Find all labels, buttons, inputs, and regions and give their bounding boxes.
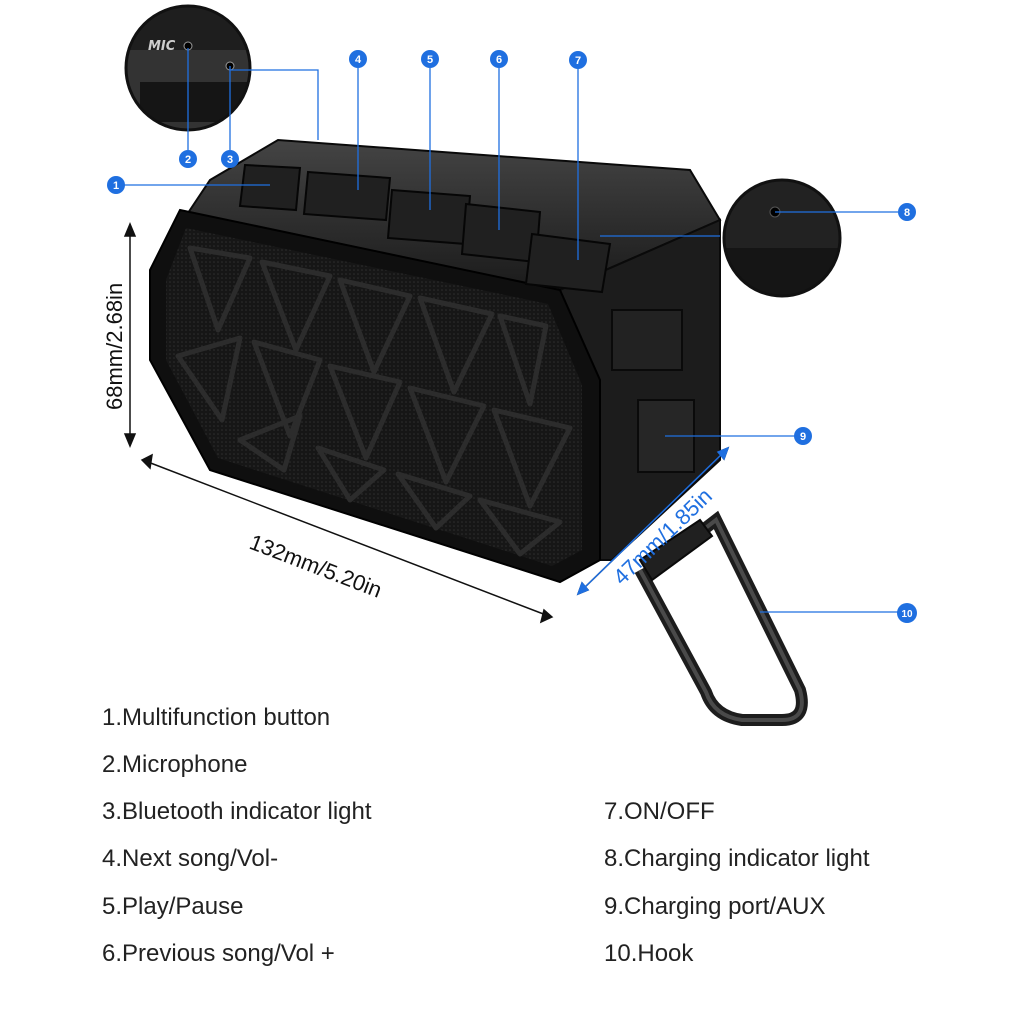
legend-item-8: 8.Charging indicator light <box>604 845 870 872</box>
svg-text:8: 8 <box>904 207 910 219</box>
leader-lines <box>120 48 898 613</box>
legend-item-9: 9.Charging port/AUX <box>604 893 826 920</box>
svg-text:5: 5 <box>427 54 433 66</box>
callout-6: 6 <box>490 50 508 68</box>
callout-4: 4 <box>349 50 367 68</box>
svg-text:9: 9 <box>800 431 806 443</box>
svg-text:2: 2 <box>185 154 191 166</box>
callout-9: 9 <box>794 427 812 445</box>
legend-item-3: 3.Bluetooth indicator light <box>102 798 372 825</box>
svg-text:MIC: MIC <box>148 39 176 54</box>
callout-2: 2 <box>179 150 197 168</box>
legend-item-5: 5.Play/Pause <box>102 893 244 920</box>
zoom-charging-indicator <box>722 178 842 298</box>
legend-item-2: 2.Microphone <box>102 751 248 778</box>
speaker-body <box>149 138 808 726</box>
svg-text:7: 7 <box>575 55 581 67</box>
callout-5: 5 <box>421 50 439 68</box>
callout-3: 3 <box>221 150 239 168</box>
callout-7: 7 <box>569 51 587 69</box>
callout-1: 1 <box>107 176 125 194</box>
length-dimension-label: 132mm/5.20in <box>246 529 385 602</box>
legend-item-7: 7.ON/OFF <box>604 798 715 825</box>
legend-item-4: 4.Next song/Vol- <box>102 845 279 872</box>
svg-text:6: 6 <box>496 54 502 66</box>
callout-8: 8 <box>898 203 916 221</box>
svg-text:10: 10 <box>901 609 913 620</box>
dimension-arrows-blue <box>576 446 730 596</box>
legend-item-10: 10.Hook <box>604 940 694 967</box>
svg-text:3: 3 <box>227 154 233 166</box>
callout-10: 10 <box>897 603 917 623</box>
legend-item-6: 6.Previous song/Vol + <box>102 940 335 967</box>
svg-text:4: 4 <box>355 54 362 66</box>
legend-item-1: 1.Multifunction button <box>102 704 331 731</box>
height-dimension-label: 68mm/2.68in <box>102 283 127 410</box>
svg-text:1: 1 <box>113 180 119 192</box>
